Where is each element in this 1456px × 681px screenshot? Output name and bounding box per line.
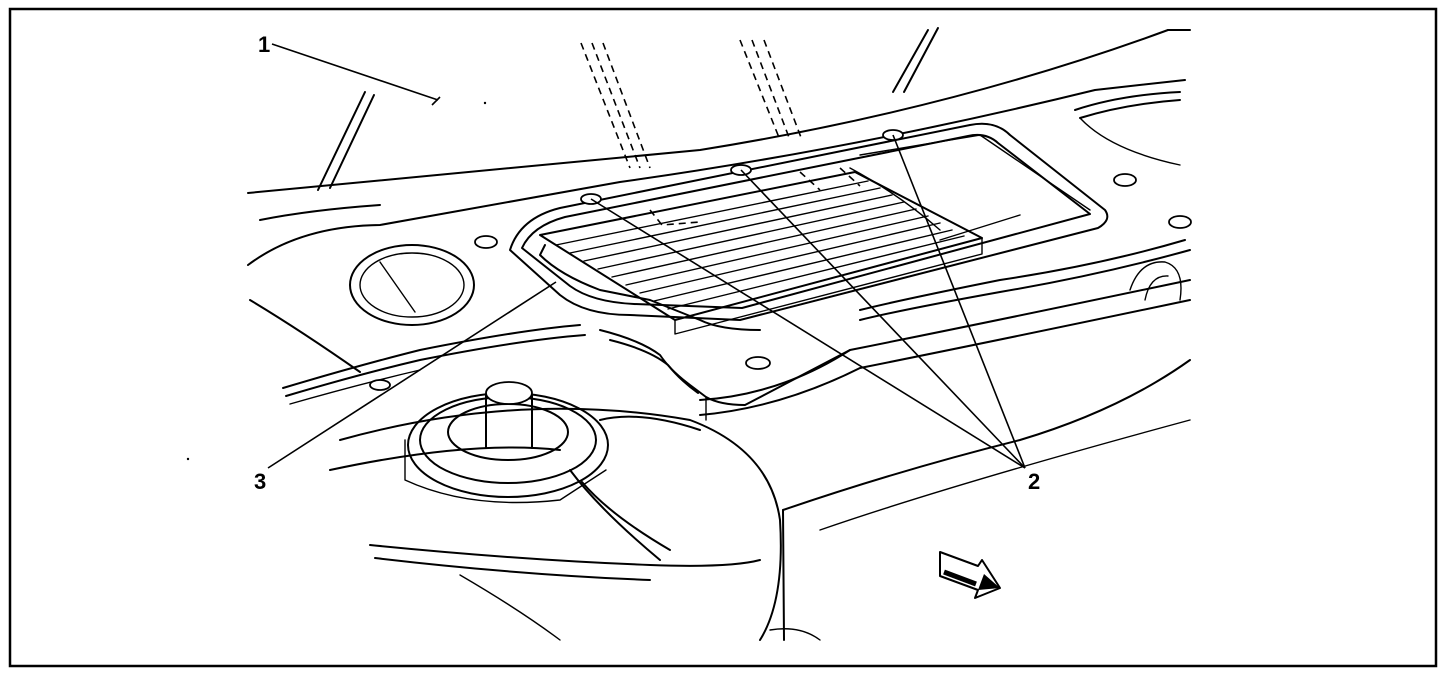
- leader-2a: [590, 198, 1026, 469]
- leader-1-tick: [431, 96, 441, 106]
- cabin-air-filter: [539, 167, 983, 335]
- callout-2: 2: [1028, 469, 1040, 494]
- leader-3: [267, 281, 557, 469]
- filter-housing: [509, 122, 1109, 421]
- leader-1: [271, 43, 439, 101]
- windshield-glass: [317, 27, 939, 191]
- forward-arrow-icon: [939, 551, 1001, 599]
- speck: [186, 457, 190, 461]
- leader-2c: [892, 134, 1026, 469]
- callout-1: 1: [258, 32, 270, 57]
- leader-2b: [740, 169, 1026, 469]
- cowl-round-opening: [249, 244, 475, 373]
- speck: [483, 101, 487, 105]
- figure-border: [8, 7, 1438, 668]
- callout-3: 3: [254, 469, 266, 494]
- cowl-holes: [369, 173, 1192, 391]
- cowl-panel: [247, 29, 1191, 531]
- hidden-lines: [580, 39, 803, 169]
- strut-tower: [329, 381, 821, 641]
- leader-lines: [267, 43, 1026, 469]
